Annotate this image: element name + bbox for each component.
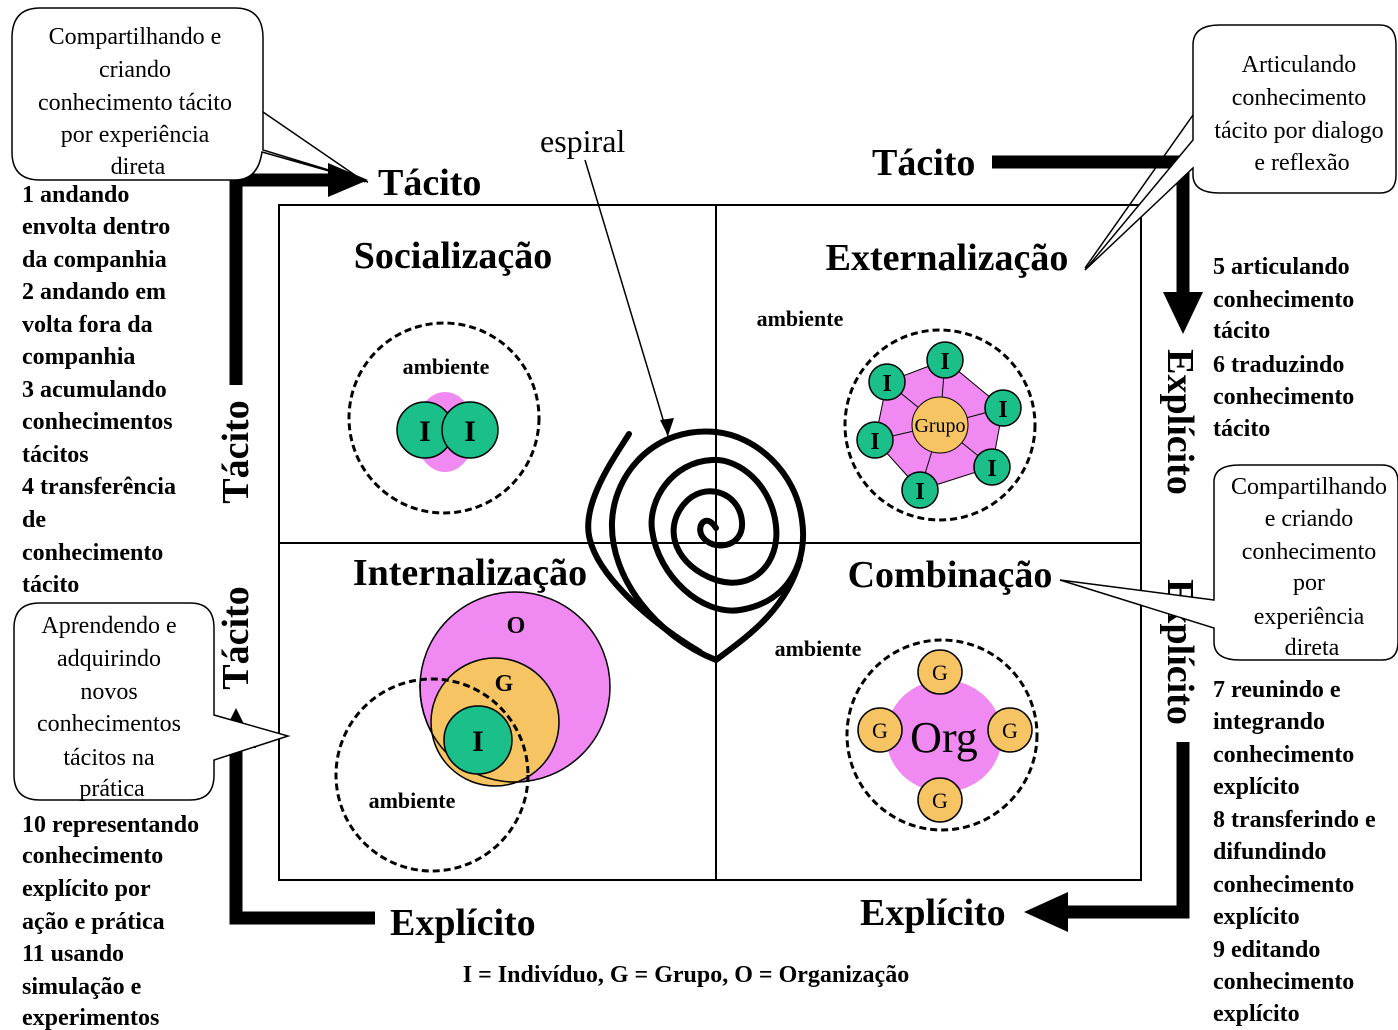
svg-text:I: I (419, 415, 431, 448)
svg-text:I: I (987, 456, 996, 482)
svg-text:I: I (915, 479, 924, 505)
quadrant-title-externalization: Externalização (826, 237, 1069, 279)
axis-tacit-top-left: Tácito (378, 162, 481, 204)
svg-text:I: I (940, 349, 949, 375)
callout-top-right: Articulando conhecimento tácito por dial… (1084, 24, 1397, 271)
environment-label-internalization: ambiente (369, 788, 456, 813)
cycle-arrow-top-left (229, 163, 368, 385)
svg-text:I: I (882, 371, 891, 397)
callout-mid-right: Compartilhando e criando conhecimento po… (1059, 464, 1398, 661)
axis-tacit-left-lower: Tácito (215, 586, 257, 689)
group-node-ring (857, 649, 1033, 823)
quadrant-title-socialization: Socialização (354, 235, 552, 277)
axis-tacit-left-upper: Tácito (215, 400, 257, 503)
svg-text:G: G (872, 718, 888, 743)
environment-label-externalization: ambiente (757, 306, 844, 331)
steps-right-top: 5 articulando conhecimento tácito 6 trad… (1213, 254, 1360, 442)
svg-text:Compartilhando e criando: Compartilhando e criando conhecimento po… (1231, 474, 1393, 661)
individual-node (441, 401, 499, 459)
internalization-environment: O G I ambiente (334, 591, 611, 873)
svg-text:I: I (998, 397, 1007, 423)
spiral-label-pointer (584, 159, 674, 437)
svg-text:G: G (495, 671, 514, 697)
svg-text:I: I (472, 725, 484, 758)
svg-text:I: I (870, 429, 879, 455)
svg-text:Grupo: Grupo (914, 415, 965, 437)
axis-explicit-bottom-left: Explícito (390, 902, 536, 944)
quadrant-title-combination: Combinação (848, 554, 1053, 596)
svg-text:Articulando conhecimento: Articulando conhecimento tácito por dial… (1214, 52, 1389, 176)
group-core-node (911, 396, 969, 454)
environment-label-socialization: ambiente (403, 354, 490, 379)
individual-node-ring (856, 341, 1022, 509)
socialization-environment: ambiente I I (347, 321, 541, 515)
svg-text:I: I (464, 415, 476, 448)
spiral-label: espiral (540, 123, 625, 159)
axis-explicit-bottom-right: Explícito (860, 892, 1006, 934)
callout-mid-left: Aprendendo e adquirindo novos conhecimen… (13, 602, 291, 802)
steps-left-bottom: 10 representando conhecimento explícito … (22, 812, 205, 1030)
combination-environment: Org G G G G (845, 638, 1039, 832)
cycle-arrow-bottom-right (1024, 742, 1190, 932)
steps-right-bottom: 7 reunindo e integrando conhecimento exp… (1213, 677, 1382, 1027)
environment-label-combination: ambiente (775, 636, 862, 661)
svg-text:G: G (1002, 718, 1018, 743)
svg-text:Compartilhando e criando: Compartilhando e criando conhecimento tá… (38, 24, 238, 180)
externalization-environment: Grupo I I I I I I (843, 328, 1037, 522)
individual-circle (443, 705, 513, 775)
svg-text:G: G (932, 788, 948, 813)
svg-text:G: G (932, 660, 948, 685)
callout-top-left: Compartilhando e criando conhecimento tá… (11, 7, 369, 183)
quadrant-title-internalization: Internalização (353, 552, 587, 594)
legend: I = Indivíduo, G = Grupo, O = Organizaçã… (463, 962, 909, 988)
axis-tacit-top-right: Tácito (872, 142, 975, 184)
spiral-shape (585, 428, 806, 664)
axis-explicit-right-upper: Explícito (1159, 349, 1201, 495)
svg-text:O: O (507, 613, 526, 639)
svg-text:Org: Org (910, 713, 978, 762)
steps-left-top: 1 andando envolta dentro da companhia 2 … (22, 182, 182, 598)
svg-text:Aprendendo e adquirindo: Aprendendo e adquirindo novos conhecimen… (37, 613, 187, 802)
